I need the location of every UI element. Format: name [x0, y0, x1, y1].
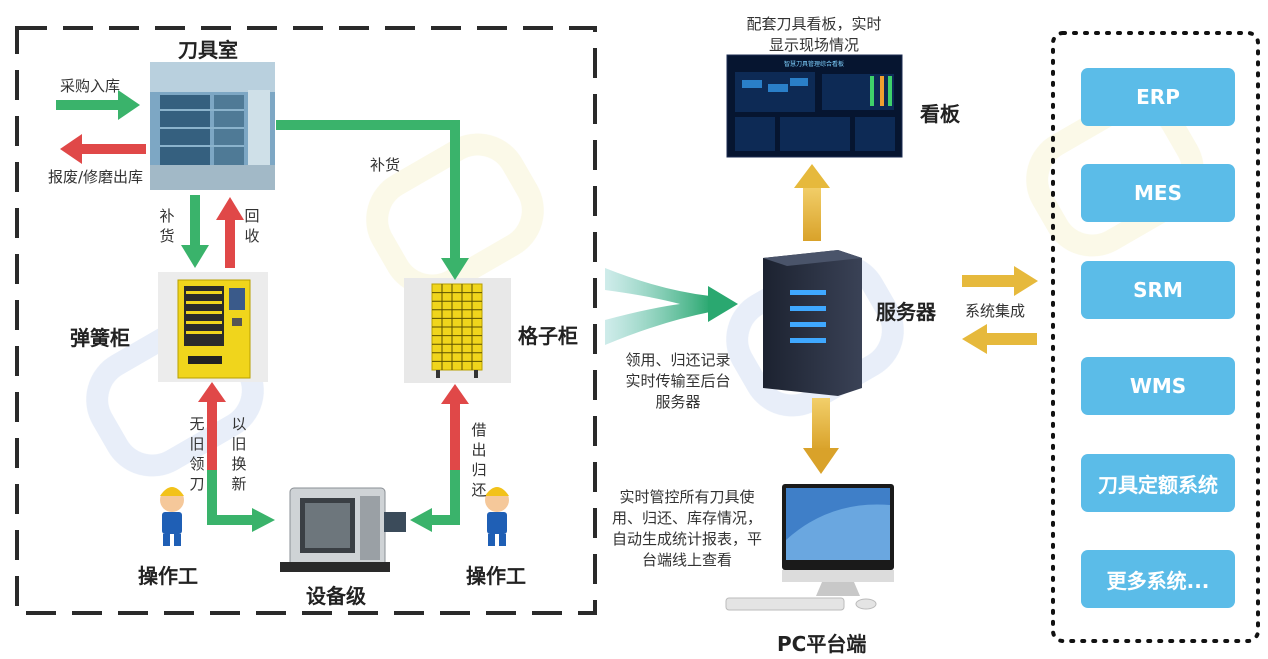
old-for-new-label: 以旧换新 [231, 415, 247, 493]
pc-text: 实时管控所有刀具使 用、归还、库存情况， 自动生成统计报表，平 台端线上查看 [611, 488, 762, 569]
arrow-grid-borrow [441, 384, 469, 472]
system-more-button: 更多系统... [1081, 550, 1235, 608]
purchase-in-label: 采购入库 [60, 77, 121, 95]
record-text: 领用、归还记录 实时传输至后台 服务器 [625, 351, 731, 411]
tool-room-label: 刀具室 [178, 38, 238, 62]
system-erp-button: ERP [1081, 68, 1235, 126]
pc-label: PC平台端 [777, 632, 867, 656]
system-tool-quota-button: 刀具定额系统 [1081, 454, 1235, 512]
worker-figure-right [485, 487, 509, 546]
pc-image [725, 484, 894, 611]
grid-cabinet-image [404, 278, 511, 383]
arrow-server-to-board [794, 164, 830, 241]
replenish-vertical-label: 补货 [159, 207, 175, 245]
no-old-tool-label: 无旧领刀 [189, 415, 205, 493]
arrow-spring-return [198, 382, 226, 470]
systems-boundary [1051, 31, 1260, 643]
server-label: 服务器 [876, 300, 936, 324]
arrow-integration-right [962, 266, 1038, 296]
equipment-level-label: 设备级 [306, 584, 366, 608]
grid-cabinet-label: 格子柜 [518, 324, 578, 348]
system-wms-button: WMS [1081, 357, 1235, 415]
board-caption: 配套刀具看板，实时 显示现场情况 [746, 15, 882, 54]
spring-cabinet-label: 弹簧柜 [70, 326, 130, 350]
factory-boundary [15, 26, 597, 615]
dashboard-screen-title: 智慧刀具管理综合看板 [784, 60, 844, 68]
borrow-return-label: 借出归还 [471, 421, 487, 499]
arrow-grid-to-machine [410, 470, 460, 532]
data-transfer-fan-arrow [605, 268, 738, 345]
arrow-replenish-down [181, 195, 209, 268]
dashboard-screen-image: 智慧刀具管理综合看板 [726, 54, 903, 158]
scrap-out-label: 报废/修磨出库 [48, 168, 144, 186]
return-vertical-label: 回收 [244, 207, 260, 245]
arrow-server-to-pc [803, 398, 839, 474]
system-mes-button: MES [1081, 164, 1235, 222]
arrow-replenish-grid [276, 120, 469, 280]
tool-room-image [150, 62, 275, 190]
integration-label: 系统集成 [965, 302, 1026, 320]
worker-figure-left [160, 487, 184, 546]
spring-cabinet-image [158, 272, 268, 382]
arrow-return-up [216, 197, 244, 268]
server-image [763, 250, 862, 396]
replenish-grid-label: 补货 [370, 156, 401, 174]
system-srm-button: SRM [1081, 261, 1235, 319]
arrow-purchase-in [56, 90, 140, 120]
cnc-machine-image [280, 487, 406, 572]
arrow-scrap-out [60, 134, 146, 164]
board-label: 看板 [920, 102, 960, 126]
arrow-integration-left [962, 324, 1037, 354]
arrow-spring-to-machine [207, 470, 275, 532]
operator-right-label: 操作工 [466, 564, 526, 588]
operator-left-label: 操作工 [138, 564, 198, 588]
